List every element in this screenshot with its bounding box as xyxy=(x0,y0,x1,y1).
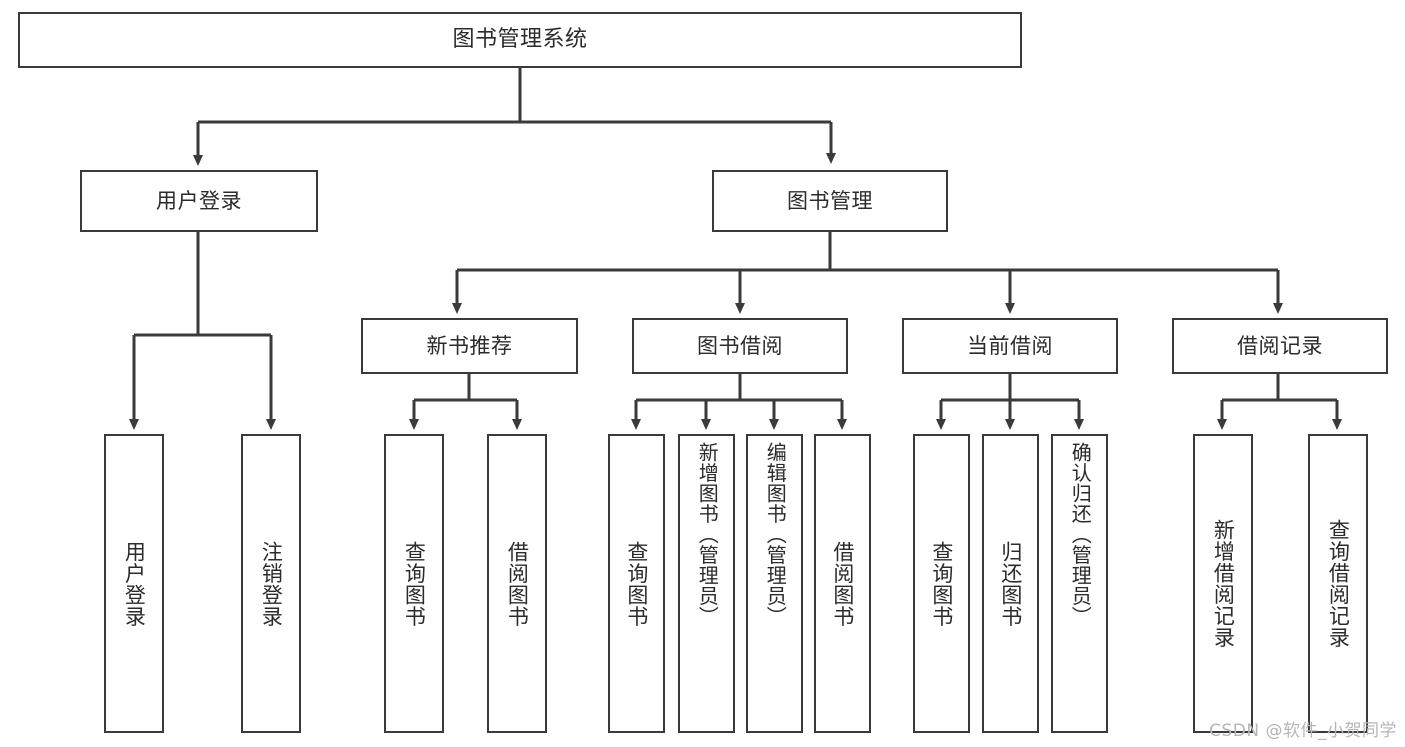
leaf-book-borrow-query[interactable]: 查询图书 xyxy=(608,434,665,733)
leaf-current-borrow-return[interactable]: 归还图书 xyxy=(982,434,1039,733)
leaf-borrow-record-query[interactable]: 查询借阅记录 xyxy=(1308,434,1368,733)
node-root-system[interactable]: 图书管理系统 xyxy=(18,12,1022,68)
leaf-current-borrow-query[interactable]: 查询图书 xyxy=(913,434,970,733)
node-book-borrow[interactable]: 图书借阅 xyxy=(632,318,848,374)
node-user-login[interactable]: 用户登录 xyxy=(80,170,318,232)
leaf-user-login-logout[interactable]: 注销登录 xyxy=(241,434,301,733)
leaf-book-borrow-add-admin[interactable]: 新增图书（管理员） xyxy=(678,434,735,733)
node-new-book-recommend[interactable]: 新书推荐 xyxy=(361,318,578,374)
leaf-book-borrow-edit-admin[interactable]: 编辑图书（管理员） xyxy=(746,434,803,733)
node-book-management[interactable]: 图书管理 xyxy=(712,170,948,232)
leaf-current-borrow-confirm-admin[interactable]: 确认归还（管理员） xyxy=(1051,434,1108,733)
leaf-new-book-borrow[interactable]: 借阅图书 xyxy=(487,434,547,733)
node-current-borrow[interactable]: 当前借阅 xyxy=(902,318,1118,374)
leaf-new-book-query[interactable]: 查询图书 xyxy=(384,434,444,733)
leaf-user-login-login[interactable]: 用户登录 xyxy=(104,434,164,733)
node-borrow-record[interactable]: 借阅记录 xyxy=(1172,318,1388,374)
leaf-borrow-record-add[interactable]: 新增借阅记录 xyxy=(1193,434,1253,733)
watermark-text: CSDN @软件_小贺同学 xyxy=(1209,721,1397,741)
leaf-book-borrow-borrow[interactable]: 借阅图书 xyxy=(814,434,871,733)
